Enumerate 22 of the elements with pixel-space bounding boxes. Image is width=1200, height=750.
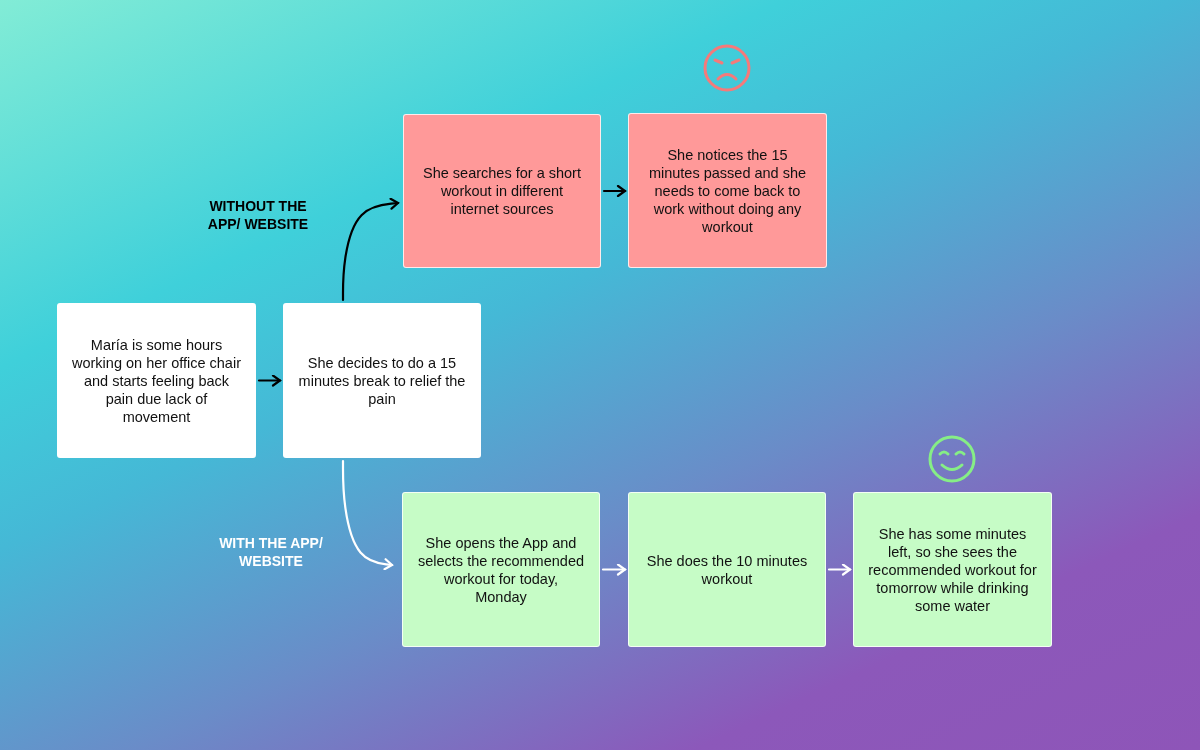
arrow — [341, 459, 394, 571]
step-card — [402, 492, 600, 647]
step-card — [283, 303, 481, 458]
step-text: She notices the 15 minutes passed and she needs to come back to work without doing any workout — [647, 145, 808, 236]
step-card — [628, 492, 826, 647]
step-text: She has some minutes left, so she sees the recommended workout for tomorrow while drinking some water — [868, 524, 1037, 615]
step-card — [853, 492, 1052, 647]
arrow — [257, 374, 282, 387]
step-card — [628, 113, 827, 268]
edge-label: WITH THE APP/ WEBSITE — [218, 534, 324, 570]
step-text: She searches for a short workout in different internet sources — [422, 164, 582, 218]
edge-label: WITHOUT THE APP/ WEBSITE — [206, 197, 310, 233]
step-text: She does the 10 minutes workout — [645, 551, 809, 588]
arrow — [602, 184, 627, 198]
step-text: She opens the App and selects the recommended workout for today, Monday — [417, 533, 585, 606]
step-text: She decides to do a 15 minutes break to relief the pain — [298, 353, 466, 408]
step-text: María is some hours working on her office chair and starts feeling back pain due lack of movement — [72, 335, 241, 426]
arrow — [341, 197, 400, 302]
step-card — [403, 114, 601, 268]
step-card — [57, 303, 256, 458]
arrow — [827, 563, 852, 576]
arrow — [601, 563, 627, 576]
